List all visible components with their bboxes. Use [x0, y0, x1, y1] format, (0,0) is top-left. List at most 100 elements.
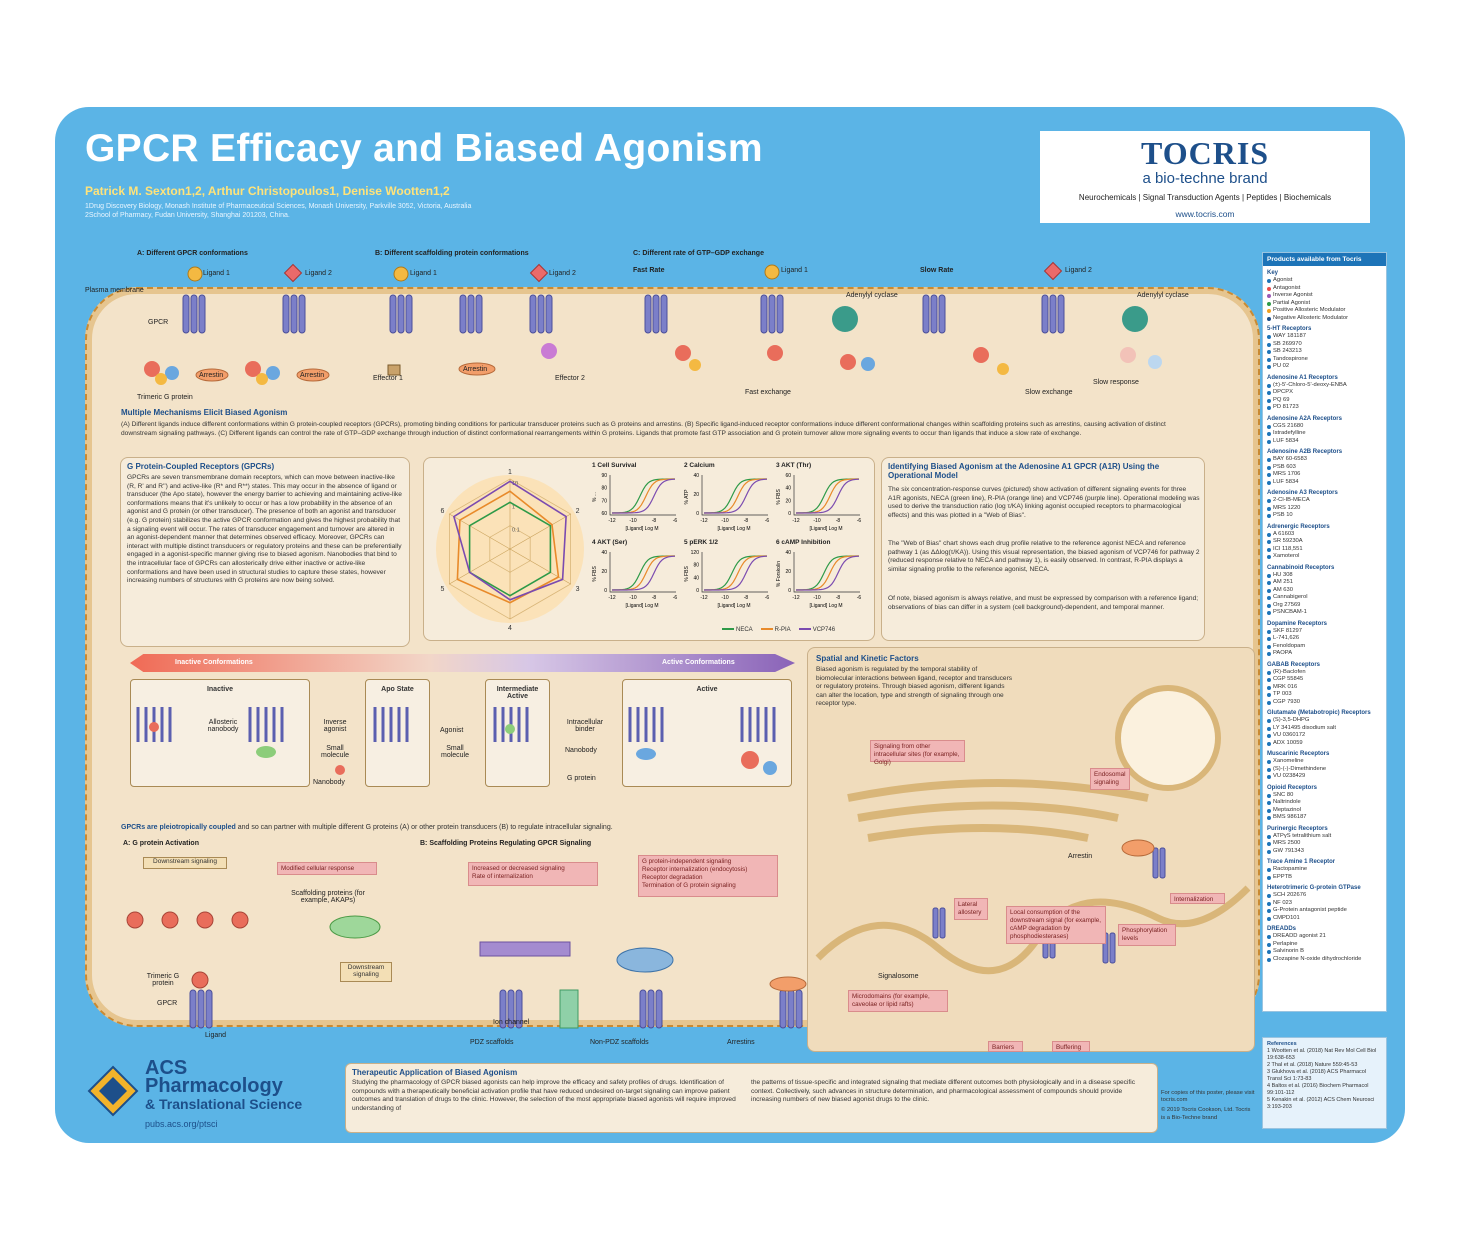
product-item[interactable]: SKF 81297	[1267, 628, 1382, 636]
arrestin-spatial-label: Arrestin	[1068, 853, 1093, 860]
product-item[interactable]: BAY 60-6583	[1267, 456, 1382, 464]
product-item[interactable]: DREADD agonist 21	[1267, 933, 1382, 941]
product-item[interactable]: CGS 21680	[1267, 423, 1382, 431]
product-item[interactable]: LY 341495 disodium salt	[1267, 725, 1382, 733]
product-item[interactable]: MRK 016	[1267, 684, 1382, 692]
arrestins-label: Arrestins	[727, 1039, 755, 1046]
affiliation-1: 1Drug Discovery Biology, Monash Institut…	[85, 203, 472, 210]
dose-chart-title: 1 Cell Survival	[592, 462, 637, 469]
radar-axis	[509, 513, 571, 550]
product-item[interactable]: Fenoldopam	[1267, 643, 1382, 651]
product-group-title: Adenosine A3 Receptors	[1267, 490, 1338, 496]
product-item[interactable]: CMPD101	[1267, 915, 1382, 923]
product-item[interactable]: SB 243213	[1267, 348, 1382, 356]
product-group-title: Adrenergic Receptors	[1267, 523, 1330, 530]
product-item[interactable]: BMS 986187	[1267, 814, 1382, 822]
non-pdz-scaffold	[616, 947, 674, 973]
product-item[interactable]: SB 269970	[1267, 341, 1382, 349]
radar-axis-label: 2	[576, 508, 580, 515]
dose-xtick: -6	[857, 595, 862, 601]
product-group-title: 5-HT Receptors	[1267, 326, 1312, 332]
product-item[interactable]: SNC 80	[1267, 792, 1382, 800]
ligand-2-label: Ligand 2	[305, 270, 332, 277]
product-item[interactable]: VU 0238429	[1267, 773, 1382, 781]
radar-axis-label: 4	[508, 625, 512, 632]
slow-exchange-label: Slow exchange	[1025, 389, 1073, 396]
product-item[interactable]: Naltrindole	[1267, 799, 1382, 807]
panel-b-title: B: Different scaffolding protein conform…	[375, 250, 529, 257]
tocris-logo-box[interactable]: TOCRIS a bio-techne brand Neurochemicals…	[1040, 131, 1370, 223]
spatial-section: Spatial and Kinetic Factors Biased agoni…	[807, 647, 1255, 1052]
product-item[interactable]: Istradefylline	[1267, 430, 1382, 438]
acs-logo[interactable]: ACS Pharmacology & Translational Science…	[87, 1057, 327, 1137]
product-item[interactable]: ADX 10059	[1267, 740, 1382, 748]
product-item[interactable]: Ractopamine	[1267, 866, 1382, 874]
product-item[interactable]: A 61603	[1267, 531, 1382, 539]
product-item[interactable]: PQ 69	[1267, 397, 1382, 405]
product-item[interactable]: LUF 5834	[1267, 479, 1382, 487]
acs-url[interactable]: pubs.acs.org/ptsci	[145, 1119, 218, 1129]
product-item[interactable]: SCH 202676	[1267, 892, 1382, 900]
product-item[interactable]: PAOPA	[1267, 650, 1382, 658]
product-item[interactable]: AM 630	[1267, 587, 1382, 595]
product-item[interactable]: Meptazinol	[1267, 807, 1382, 815]
product-item[interactable]: (S)-3,5-DHPG	[1267, 717, 1382, 725]
product-item[interactable]: Xamoterol	[1267, 553, 1382, 561]
receptor-apo	[373, 707, 409, 742]
dose-xtick: -10	[629, 595, 636, 601]
product-item[interactable]: SR 59230A	[1267, 538, 1382, 546]
product-item[interactable]: PSB 10	[1267, 512, 1382, 520]
dose-curve	[704, 555, 767, 591]
product-item[interactable]: MRS 1220	[1267, 505, 1382, 513]
copy-line-1: For copies of this poster, please visit …	[1161, 1090, 1255, 1104]
radar-series-NECA	[468, 501, 552, 597]
tocris-url[interactable]: www.tocris.com	[1175, 209, 1235, 219]
dose-xtick: -12	[792, 595, 799, 601]
downstream-signaling-box: Downstream signaling	[143, 857, 227, 869]
product-item[interactable]: Cannabigerol	[1267, 594, 1382, 602]
product-item[interactable]: CGP 55845	[1267, 676, 1382, 684]
product-item[interactable]: DPCPX	[1267, 389, 1382, 397]
inverse-agonist-label: Inverse agonist	[323, 719, 347, 733]
product-item[interactable]: GW 791343	[1267, 848, 1382, 856]
product-item[interactable]: ICI 118,551	[1267, 546, 1382, 554]
product-item[interactable]: Salvinorin B	[1267, 948, 1382, 956]
dose-xtick: -10	[629, 518, 636, 524]
product-item[interactable]: MRS 2500	[1267, 840, 1382, 848]
product-item[interactable]: VU 0360172	[1267, 732, 1382, 740]
product-item[interactable]: PSNCBAM-1	[1267, 609, 1382, 617]
product-item[interactable]: ATPγS tetralithium salt	[1267, 833, 1382, 841]
product-item[interactable]: CGP 7930	[1267, 699, 1382, 707]
product-item[interactable]: Perlapine	[1267, 941, 1382, 949]
affiliation-2: 2School of Pharmacy, Fudan University, S…	[85, 212, 290, 219]
dose-chart-axes	[701, 475, 768, 516]
product-item[interactable]: L-741,626	[1267, 635, 1382, 643]
product-item[interactable]: PD 81723	[1267, 404, 1382, 412]
product-item[interactable]: Xanomeline	[1267, 758, 1382, 766]
product-item[interactable]: (R)-Baclofen	[1267, 669, 1382, 677]
dose-xtick: -6	[857, 518, 862, 524]
product-item[interactable]: TP 003	[1267, 691, 1382, 699]
product-item[interactable]: EPPTB	[1267, 874, 1382, 882]
product-item[interactable]: G-Protein antagonist peptide	[1267, 907, 1382, 915]
product-group-title: Adenosine A1 Receptors	[1267, 374, 1338, 381]
product-item[interactable]: (S)-(-)-Dimethindene	[1267, 766, 1382, 774]
product-item[interactable]: AM 251	[1267, 579, 1382, 587]
product-item[interactable]: WAY 181187	[1267, 333, 1382, 341]
product-item[interactable]: PU 02	[1267, 363, 1382, 371]
product-item[interactable]: 2-Cl-IB-MECA	[1267, 497, 1382, 505]
product-item[interactable]: HU 308	[1267, 572, 1382, 580]
product-item[interactable]: Org 27569	[1267, 602, 1382, 610]
product-item[interactable]: Clozapine N-oxide dihydrochloride	[1267, 956, 1382, 964]
product-item[interactable]: MRS 1706	[1267, 471, 1382, 479]
product-item[interactable]: NF 023	[1267, 900, 1382, 908]
product-item[interactable]: Tandospirone	[1267, 356, 1382, 364]
product-item[interactable]: PSB 603	[1267, 464, 1382, 472]
ligand-1-label: Ligand 1	[203, 270, 230, 277]
product-item[interactable]: (±)-5'-Chloro-5'-deoxy-ENBA	[1267, 382, 1382, 390]
product-item[interactable]: LUF 5834	[1267, 438, 1382, 446]
